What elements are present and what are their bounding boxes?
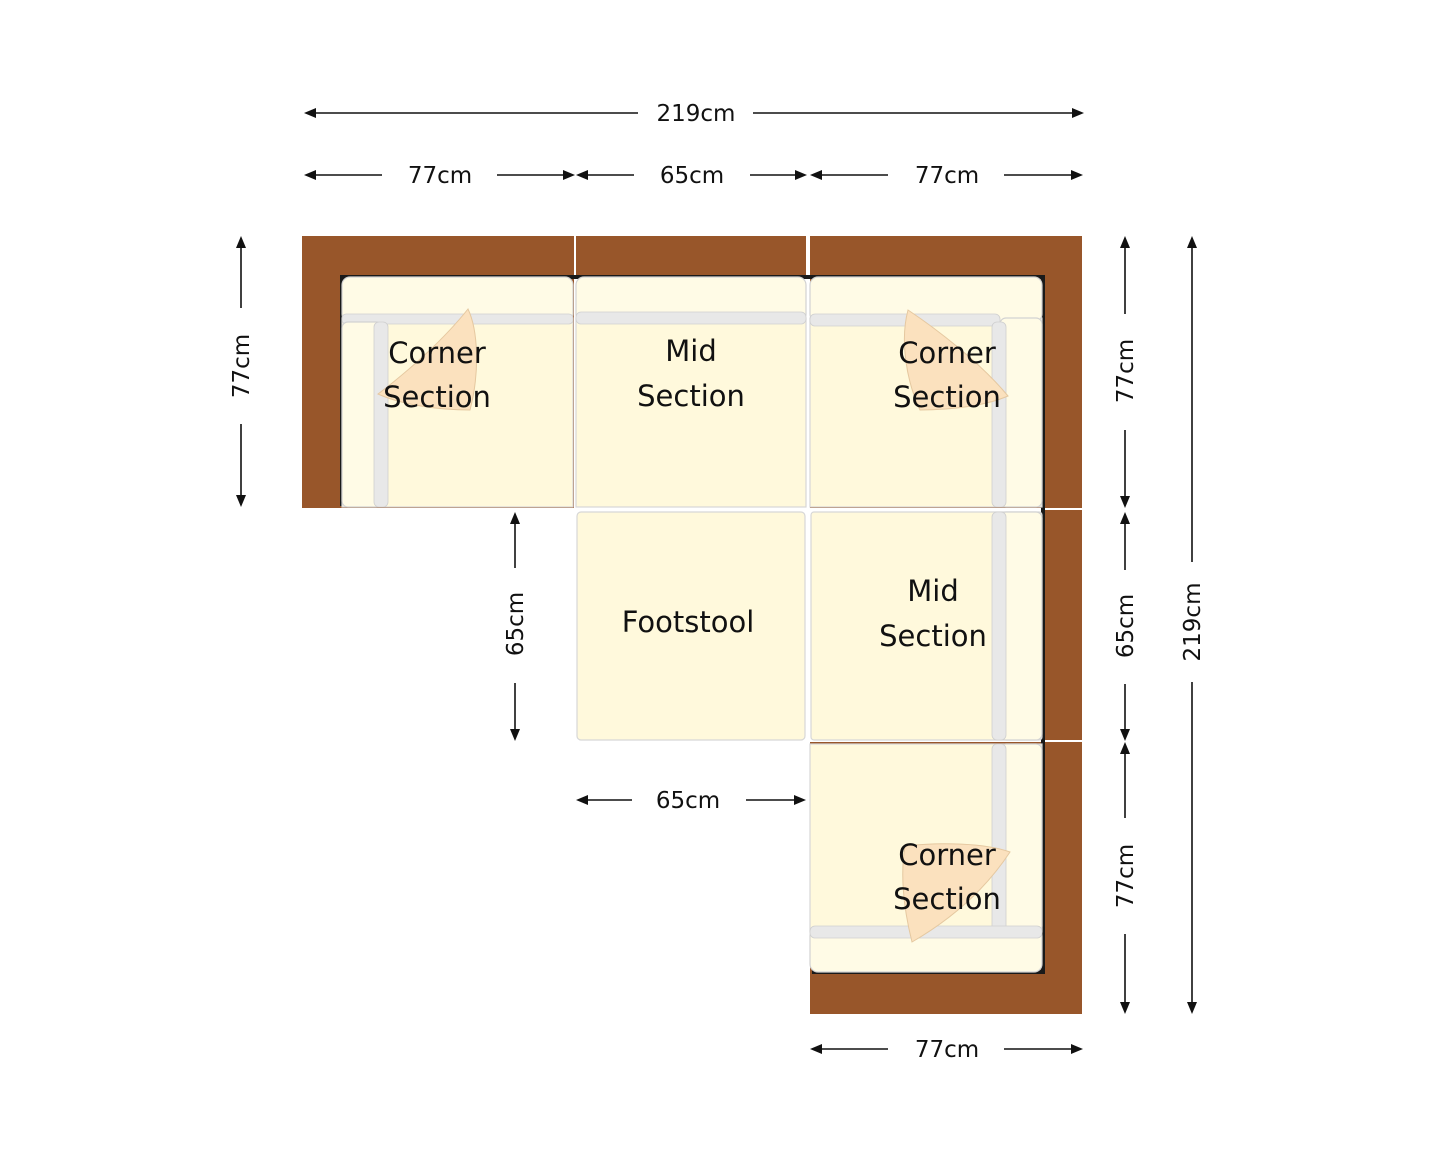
- corner-section-bottom-right: [809, 743, 1043, 973]
- mid-section-top: [575, 276, 807, 508]
- dim-label-top-mid: 65cm: [660, 163, 724, 189]
- pillow-icon: [902, 843, 1011, 943]
- dim-label-right-bottom: 77cm: [1113, 844, 1139, 908]
- dimension-labels: 219cm 77cm 65cm 77cm 77cm 65cm 65cm 77cm…: [229, 101, 1206, 1063]
- dim-arrow-footstool-width: [576, 795, 806, 805]
- dim-arrow-right-bottom: [1120, 742, 1130, 1014]
- corner-top-right-label-line2: Section: [893, 380, 1001, 414]
- mid-right-label-line2: Section: [879, 619, 987, 653]
- footstool: [576, 511, 806, 741]
- dim-label-top-total: 219cm: [657, 101, 736, 127]
- dim-arrow-top-left: [304, 170, 575, 180]
- dim-arrow-bottom: [810, 1044, 1083, 1054]
- dim-arrow-footstool-height: [510, 512, 520, 741]
- dim-label-right-mid: 65cm: [1113, 594, 1139, 658]
- dim-arrow-top-right: [810, 170, 1083, 180]
- pillow-icon: [377, 308, 478, 411]
- dim-label-top-left: 77cm: [408, 163, 472, 189]
- mid-top-label-line2: Section: [637, 379, 745, 413]
- mid-right-label-line1: Mid: [907, 574, 959, 608]
- dim-label-right-top: 77cm: [1113, 339, 1139, 403]
- corner-section-top-right: [809, 276, 1043, 508]
- section-labels: Corner Section Mid Section Corner Sectio…: [383, 334, 1001, 916]
- footstool-label: Footstool: [622, 605, 755, 639]
- corner-top-left-label-line1: Corner: [388, 336, 486, 370]
- corner-section-top-left: [341, 276, 574, 508]
- dimension-arrows: [236, 108, 1197, 1054]
- dim-label-top-right: 77cm: [915, 163, 979, 189]
- corner-top-right-label-line1: Corner: [898, 336, 996, 370]
- corner-bottom-right-label-line1: Corner: [898, 838, 996, 872]
- pillow-icon: [903, 309, 1009, 411]
- dim-label-right-total: 219cm: [1180, 583, 1206, 662]
- dim-arrow-top-total: [304, 108, 1084, 118]
- dim-label-footstool-width: 65cm: [656, 788, 720, 814]
- dim-arrow-right-top: [1120, 236, 1130, 508]
- dim-label-bottom: 77cm: [915, 1037, 979, 1063]
- dim-arrow-top-mid: [576, 170, 807, 180]
- corner-bottom-right-label-line2: Section: [893, 882, 1001, 916]
- corner-top-left-label-line2: Section: [383, 380, 491, 414]
- mid-section-right: [810, 511, 1043, 741]
- dim-arrow-right-mid: [1120, 512, 1130, 741]
- dim-label-footstool-height: 65cm: [503, 592, 529, 656]
- dim-label-left-side: 77cm: [229, 334, 255, 398]
- dim-arrow-left-side: [236, 236, 246, 507]
- mid-top-label-line1: Mid: [665, 334, 717, 368]
- dim-arrow-right-total: [1187, 236, 1197, 1014]
